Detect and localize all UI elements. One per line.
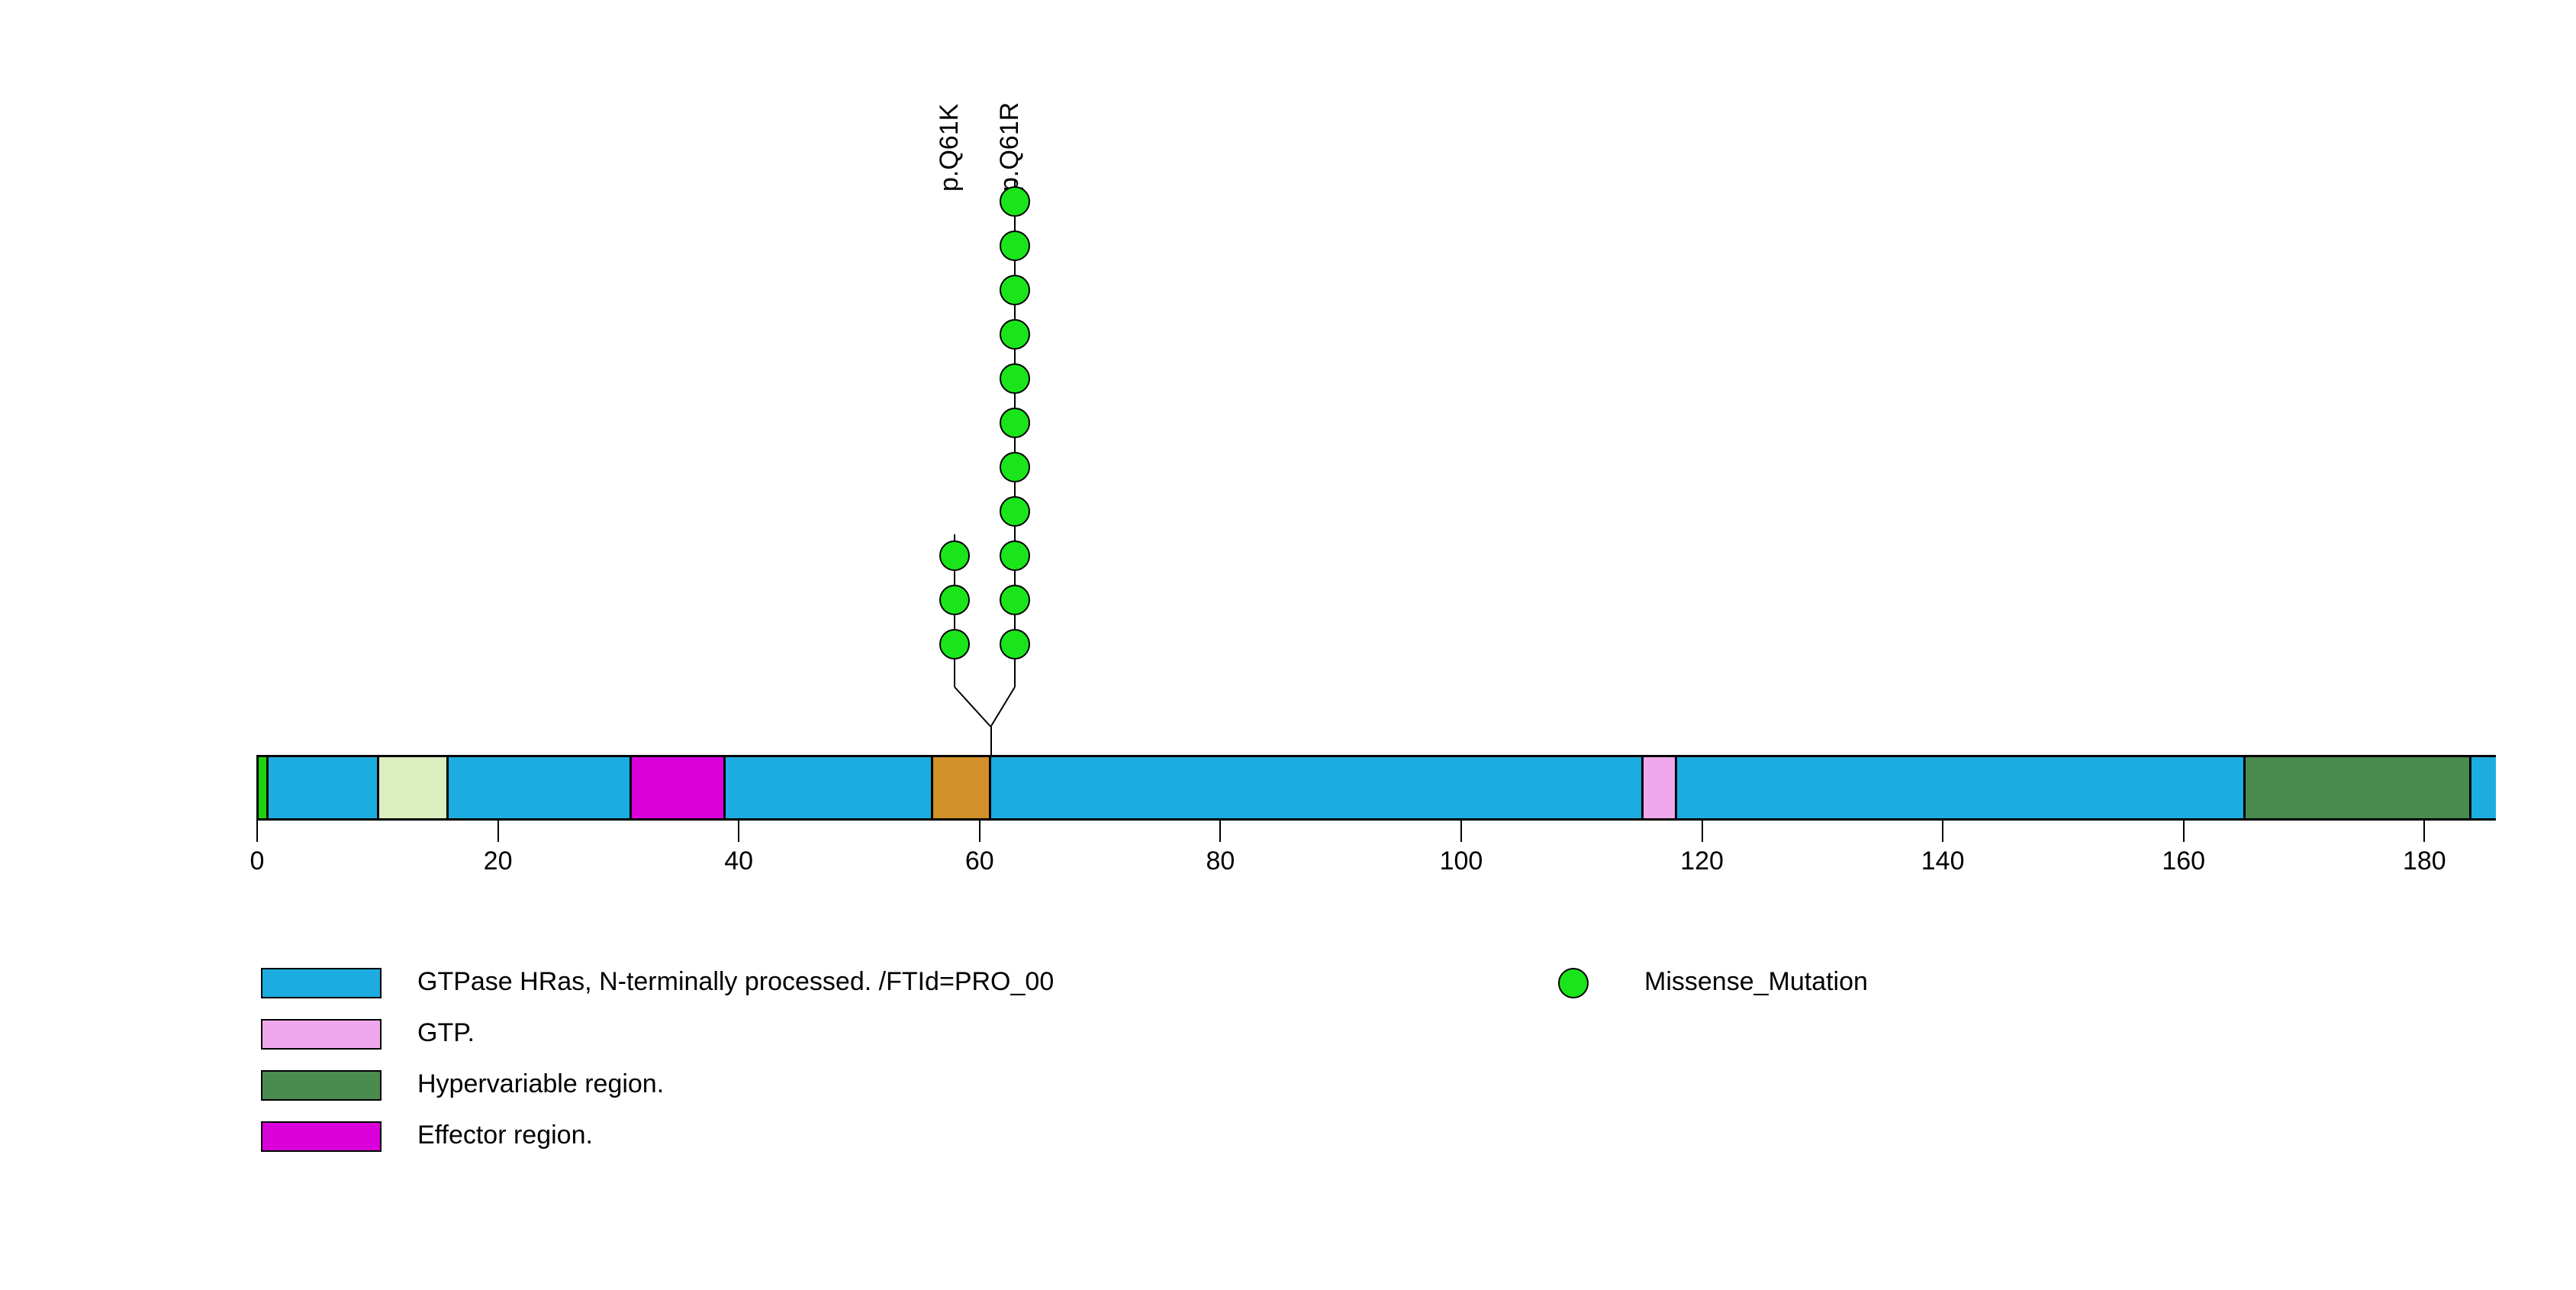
- axis-tick-label: 20: [483, 847, 513, 876]
- lollipop-connector: [954, 686, 992, 727]
- axis-tick: [738, 821, 740, 842]
- axis-tick: [1219, 821, 1222, 842]
- axis-tick-label: 180: [2402, 847, 2446, 876]
- mutation-legend-dot[interactable]: [1558, 968, 1589, 998]
- axis-tick: [256, 821, 258, 842]
- domain-legend-swatch[interactable]: [261, 1070, 382, 1101]
- protein-domain-gtpase-hras-main-2[interactable]: [449, 757, 630, 818]
- axis-tick: [1942, 821, 1944, 842]
- axis-tick-label: 0: [250, 847, 265, 876]
- protein-domain-orange-region[interactable]: [930, 757, 991, 818]
- axis-tick: [497, 821, 499, 842]
- protein-domain-n-terminal-marker[interactable]: [256, 757, 269, 818]
- axis-tick-label: 60: [964, 847, 994, 876]
- mutation-label: p.Q61K: [935, 103, 964, 192]
- domain-legend-label: GTPase HRas, N-terminally processed. /FT…: [417, 967, 1055, 996]
- lollipop-dot[interactable]: [1000, 585, 1031, 615]
- protein-domain-gtpase-hras-main-3[interactable]: [726, 757, 931, 818]
- lollipop-dot[interactable]: [1000, 408, 1031, 438]
- lollipop-dot[interactable]: [1000, 540, 1031, 571]
- lollipop-dot[interactable]: [1000, 231, 1031, 261]
- domain-legend-swatch[interactable]: [261, 1121, 382, 1152]
- protein-domain-effector-region[interactable]: [630, 757, 726, 818]
- domain-legend-swatch[interactable]: [261, 968, 382, 998]
- lollipop-dot[interactable]: [939, 585, 971, 615]
- protein-domain-light-green-region[interactable]: [376, 757, 449, 818]
- axis-tick-label: 120: [1680, 847, 1724, 876]
- protein-bar: [256, 755, 2496, 821]
- axis-tick-label: 140: [1921, 847, 1965, 876]
- axis-tick: [2182, 821, 2185, 842]
- lollipop-dot[interactable]: [1000, 275, 1031, 305]
- lollipop-dot[interactable]: [1000, 496, 1031, 527]
- lollipop-dot[interactable]: [939, 540, 971, 571]
- domain-legend-label: Hypervariable region.: [417, 1069, 665, 1098]
- axis-tick: [1701, 821, 1703, 842]
- domain-legend-label: Effector region.: [417, 1121, 593, 1150]
- axis-tick: [978, 821, 980, 842]
- axis-tick-label: 40: [724, 847, 754, 876]
- protein-domain-gtpase-hras-main-4[interactable]: [990, 757, 1641, 818]
- lollipop-dot[interactable]: [1000, 186, 1031, 217]
- domain-legend-swatch[interactable]: [261, 1019, 382, 1050]
- lollipop-connector: [990, 686, 1016, 727]
- axis-tick-label: 80: [1206, 847, 1235, 876]
- protein-domain-gtpase-hras-main[interactable]: [268, 757, 377, 818]
- protein-domain-gtpase-hras-main-5[interactable]: [1676, 757, 2243, 818]
- lollipop-dot[interactable]: [1000, 452, 1031, 482]
- lollipop-dot[interactable]: [1000, 363, 1031, 394]
- lollipop-dot[interactable]: [1000, 629, 1031, 660]
- residue-axis: 0 20 40 60 80 100 120 140 160 180: [0, 821, 2576, 912]
- axis-tick: [1460, 821, 1462, 842]
- mutation-label: p.Q61R: [995, 102, 1025, 192]
- axis-tick: [2423, 821, 2426, 842]
- protein-domain-hypervariable-region[interactable]: [2243, 757, 2472, 818]
- protein-domain-gtpase-hras-main-6[interactable]: [2471, 757, 2496, 818]
- lollipop-dot[interactable]: [939, 629, 971, 660]
- axis-tick-label: 160: [2162, 847, 2206, 876]
- domain-legend-label: GTP.: [417, 1018, 475, 1047]
- lollipop-dot[interactable]: [1000, 319, 1031, 350]
- mutation-legend-label: Missense_Mutation: [1644, 967, 1868, 996]
- axis-tick-label: 100: [1439, 847, 1483, 876]
- protein-domain-gtp-region[interactable]: [1641, 757, 1677, 818]
